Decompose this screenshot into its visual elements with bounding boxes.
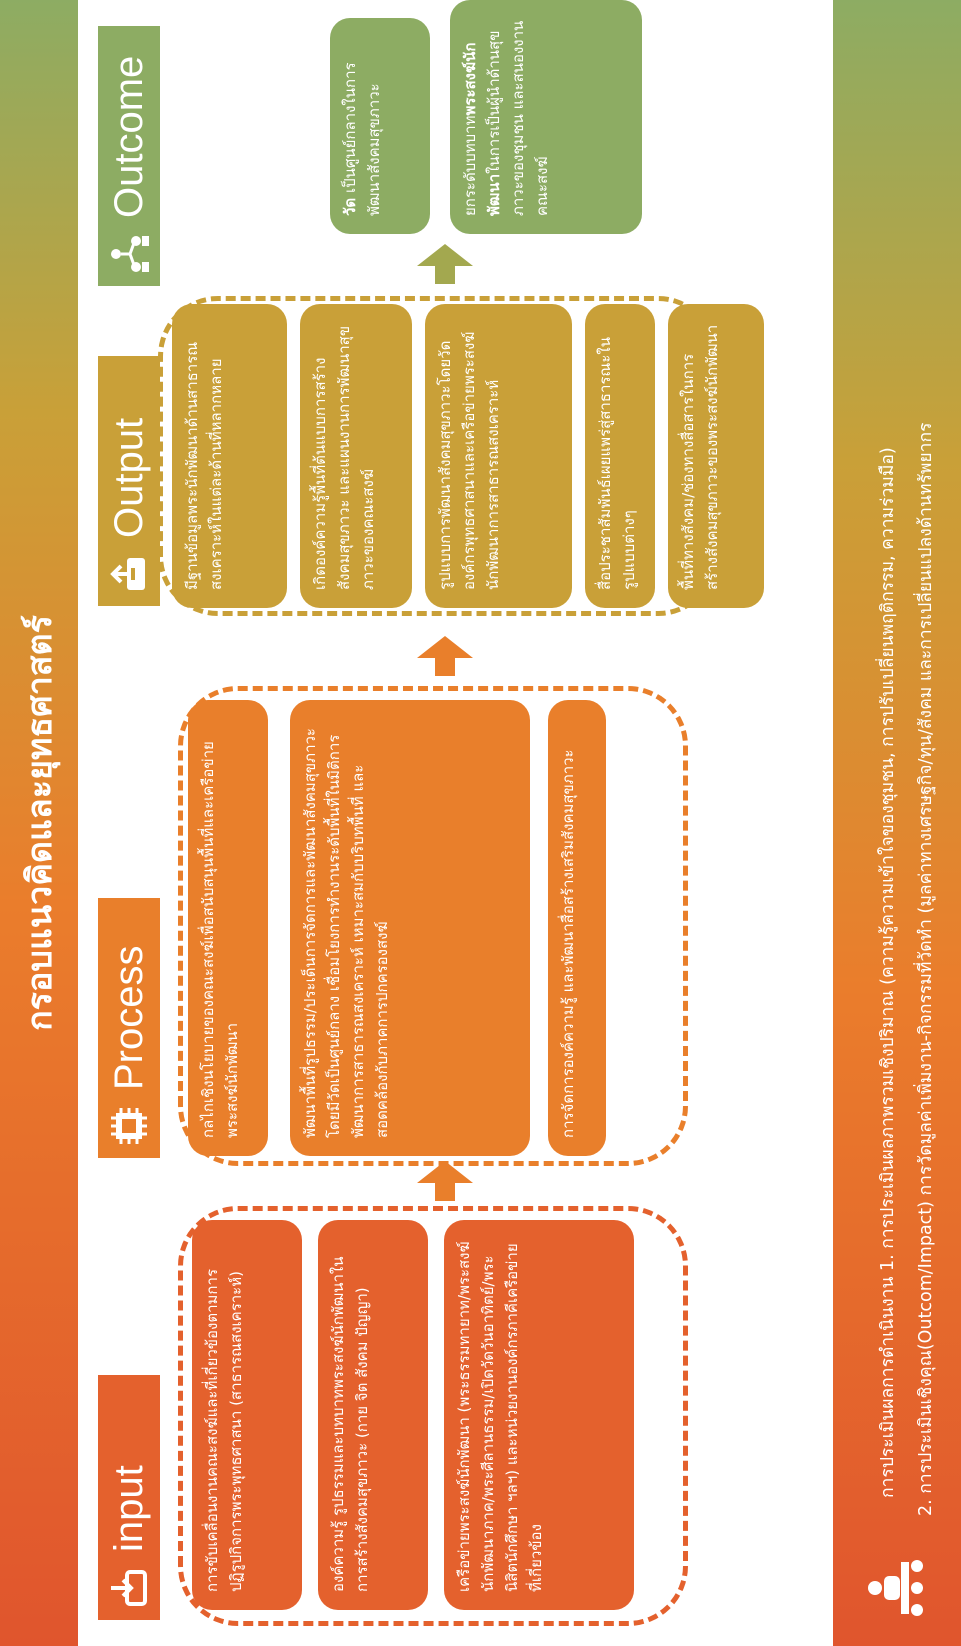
output-item: พื้นที่ทางสังคม/ช่องทางสื่อสารในการสร้าง… (668, 304, 764, 608)
title-bar: กรอบแนวคิดและยุทธศาสตร์ (0, 0, 78, 1646)
meeting-group-icon (859, 1544, 935, 1624)
output-item: มีฐานข้อมูลพระนักพัฒนาด้านสาธารณสงเคราะห… (172, 304, 287, 608)
chip-icon (107, 1104, 151, 1148)
input-item: องค์ความรู้ รูปธรรมและบทบาทพระสงฆ์นักพัฒ… (318, 1220, 428, 1610)
output-item: สื่อประชาสัมพันธ์เผยแพร่สู่สาธารณะในรูปแ… (585, 304, 655, 608)
arrow-right-icon (417, 1161, 473, 1201)
process-header: Process (98, 898, 160, 1158)
outcome-label: Outcome (106, 55, 151, 218)
process-item: กลไกเชิงนโยบายของคณะสงฆ์เพื่อสนับสนุนพื้… (188, 700, 268, 1156)
process-item: การจัดการองค์ความรู้ และพัฒนาสื่อสร้างเส… (548, 700, 606, 1156)
outcome-item: วัด เป็นศูนย์กลางในการพัฒนาสังคมสุขภาวะ (330, 18, 430, 234)
upload-box-icon (107, 552, 151, 596)
input-item: เครือข่ายพระสงฆ์นักพัฒนา (พระธรรมทายาท/พ… (444, 1220, 634, 1610)
page-title: กรอบแนวคิดและยุทธศาสตร์ (20, 615, 60, 1031)
arrow-right-icon (417, 244, 473, 284)
outcome-item: ยกระดับบทบาทพระสงฆ์นักพัฒนาในการเป็นผู้น… (450, 0, 642, 234)
evaluation-footer: การประเมินผลการดำเนินงาน 1. การประเมินผล… (833, 0, 961, 1646)
output-header: Output (98, 356, 160, 606)
outcome-header: Outcome (98, 26, 160, 286)
output-item: รูปแบบการพัฒนาสังคมสุขภาวะโดยวัด องค์กรพ… (425, 304, 572, 608)
input-label: input (106, 1465, 151, 1552)
inbox-download-icon (107, 1566, 151, 1610)
output-label: Output (106, 417, 151, 538)
people-network-icon (107, 232, 151, 276)
arrow-right-icon (417, 636, 473, 676)
process-label: Process (106, 945, 151, 1091)
process-item: พัฒนาพื้นที่รูปธรรม/ประเด็นการจัดการและพ… (290, 700, 530, 1156)
input-header: input (98, 1375, 160, 1620)
footer-line-2: 2. การประเมินเชิงคุณ(Outcom/Impact) การว… (916, 422, 936, 1517)
footer-line-1: การประเมินผลการดำเนินงาน 1. การประเมินผล… (878, 447, 898, 1498)
output-item: เกิดองค์ความรู้พื้นที่ต้นแบบการสร้างสังค… (300, 304, 412, 608)
input-item: การขับเคลื่อนงานคณะสงฆ์และที่เกี่ยวข้องต… (192, 1220, 302, 1610)
